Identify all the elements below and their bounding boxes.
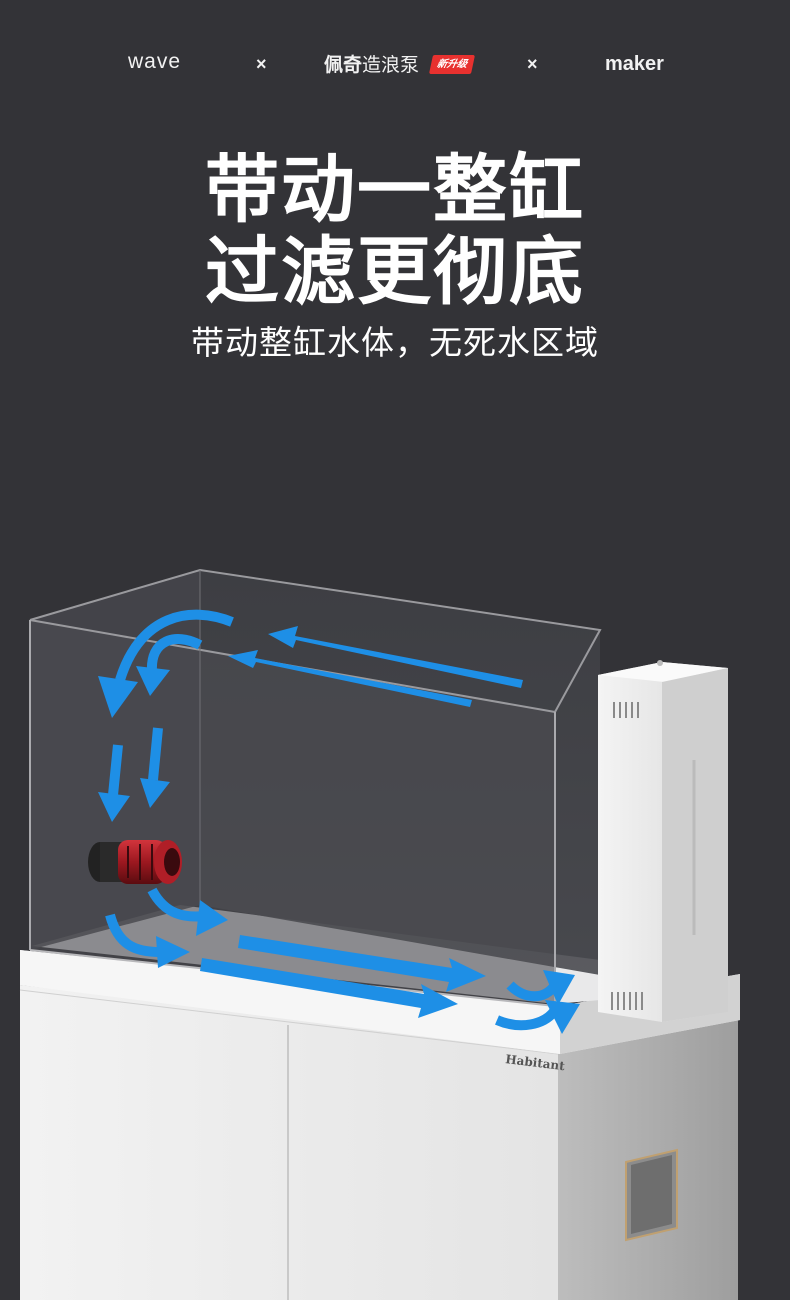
header-maker-text: maker	[605, 53, 664, 75]
vent-grille	[625, 1148, 678, 1242]
header-brand-rest: 造浪泵	[362, 54, 420, 76]
header-separator: ×	[527, 54, 538, 74]
new-upgrade-badge: 新升级	[428, 55, 476, 74]
header-wave-text: wave	[128, 50, 182, 73]
aquarium-illustration: Habitant	[19, 568, 740, 1300]
filter-column	[598, 660, 728, 1022]
brand-header: wave × 佩奇造浪泵 新升级 × maker	[0, 40, 790, 90]
header-brand-bold: 佩奇	[324, 54, 363, 76]
header-brand: 佩奇造浪泵	[324, 50, 419, 77]
wave-pump	[88, 840, 182, 884]
header-separator: ×	[256, 54, 267, 74]
flow-curves	[105, 609, 560, 1031]
headline-line-2: 过滤更彻底	[205, 229, 585, 315]
subtitle: 带动整缸水体，无死水区域	[191, 323, 599, 362]
water-flow-arrows	[228, 626, 523, 707]
headline-line-1: 带动一整缸	[205, 147, 585, 233]
cabinet	[19, 985, 738, 1300]
flow-arrowheads	[98, 666, 580, 1034]
